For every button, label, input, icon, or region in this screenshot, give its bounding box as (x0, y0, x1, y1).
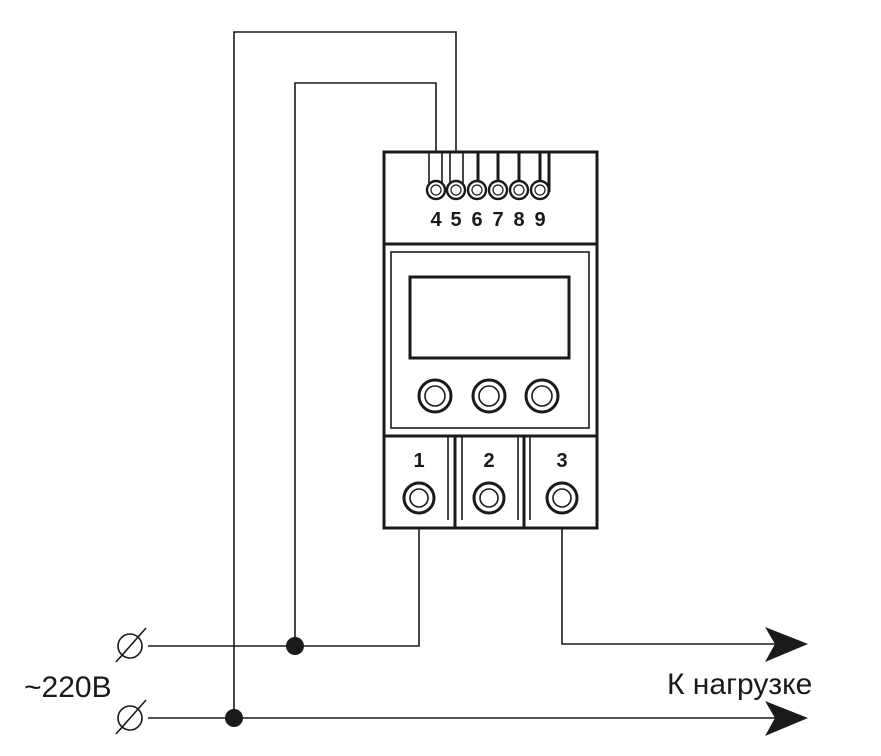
front-button-1[interactable] (417, 378, 453, 414)
terminal-screw-7 (487, 152, 509, 201)
junction-dot-phase (286, 637, 304, 655)
load-label: К нагрузке (667, 668, 812, 701)
terminal-screw-6 (466, 152, 488, 201)
terminal-number-3: 3 (556, 450, 567, 472)
terminal-screw-4 (425, 152, 447, 201)
terminal-number-8: 8 (513, 209, 524, 231)
junction-dot-neutral (225, 709, 243, 727)
supply-terminal-neutral (115, 699, 147, 735)
terminal-number-1: 1 (413, 450, 424, 472)
front-panel-inner (390, 251, 590, 429)
supply-terminal-phase (115, 627, 147, 663)
bottom-terminal-dividers (453, 436, 526, 528)
terminal-number-6: 6 (471, 209, 482, 231)
terminal-screw-3 (545, 481, 579, 515)
wire-neutral-to-terminal-5 (233, 31, 457, 718)
display-window (408, 275, 571, 360)
supply-label: ~220В (24, 671, 112, 704)
terminal-screw-8 (508, 152, 530, 201)
load-arrow-top (765, 627, 808, 662)
terminal-screw-9 (529, 152, 551, 201)
bottom-terminal-inner-lines (447, 436, 531, 520)
top-terminal-screws (425, 152, 551, 201)
terminal-number-7: 7 (492, 209, 503, 231)
wire-phase-to-terminal-4 (294, 82, 437, 646)
wire-phase-to-terminal-1 (148, 528, 420, 647)
terminal-screw-1 (402, 481, 436, 515)
top-terminal-block (382, 150, 599, 246)
terminal-number-9: 9 (534, 209, 545, 231)
terminal-number-4: 4 (430, 209, 442, 231)
front-button-3[interactable] (524, 378, 560, 414)
terminal-number-2: 2 (483, 450, 494, 472)
front-button-2[interactable] (471, 378, 507, 414)
load-arrow-bottom (765, 701, 808, 736)
relay-device: 4 5 6 7 8 9 1 2 3 (382, 150, 599, 530)
bottom-terminal-block (382, 434, 599, 530)
terminal-screw-5 (445, 152, 467, 201)
wire-terminal-3-to-load (561, 528, 775, 645)
terminal-number-5: 5 (450, 209, 461, 231)
terminal-screw-2 (472, 481, 506, 515)
